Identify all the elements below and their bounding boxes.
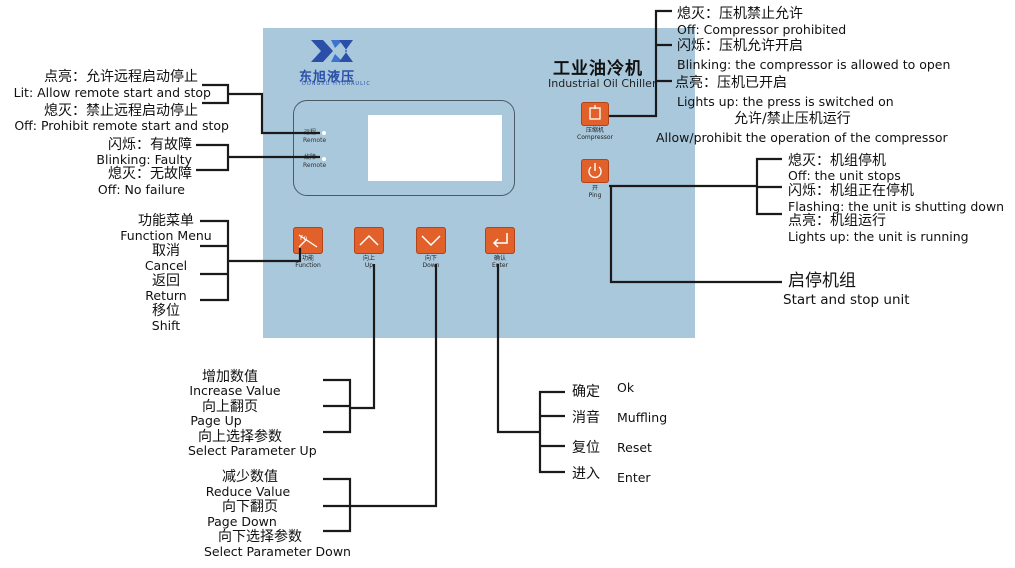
remote-led-icon	[322, 131, 326, 135]
down-key-label-en: Down	[422, 262, 440, 269]
compressor-label: 压缩机	[585, 127, 604, 134]
product-title-cn: 工业油冷机	[553, 59, 643, 79]
up-arrow-icon	[359, 234, 379, 246]
remote-off-cn: 熄灭：禁止远程启动停止	[44, 103, 198, 119]
enter-cn: 进入	[572, 466, 600, 482]
shift-en: Shift	[151, 318, 181, 333]
fault-led-icon	[322, 157, 326, 161]
brand-name: 东旭液压	[299, 70, 356, 85]
page-down-en: Page Down	[207, 514, 277, 529]
increase-value-en: Increase Value	[189, 383, 281, 398]
fault-off-en: Off: No failure	[97, 182, 185, 197]
start-stop-unit-cn: 启停机组	[788, 271, 856, 291]
compressor-button-en: Allow/prohibit the operation of the comp…	[656, 130, 948, 145]
fault-led-label-en: Remote	[303, 162, 327, 169]
reduce-value-cn: 减少数值	[222, 469, 278, 485]
increase-value-cn: 增加数值	[202, 369, 258, 385]
compressor-icon	[589, 105, 601, 120]
fault-off-cn: 熄灭：无故障	[108, 166, 192, 182]
unit-lit-en: Lights up: the unit is running	[788, 229, 969, 244]
select-param-down-en: Select Parameter Down	[204, 544, 351, 559]
return-cn: 返回	[152, 273, 180, 289]
svg-text:Fn: Fn	[300, 235, 307, 242]
compressor-lit-cn: 点亮：压机已开启	[675, 75, 787, 91]
compressor-off-en: Off: Compressor prohibited	[677, 22, 847, 37]
remote-lit-cn: 点亮：允许远程启动停止	[44, 69, 198, 85]
ok-cn: 确定	[572, 384, 600, 400]
unit-flash-cn: 闪烁：机组正在停机	[788, 183, 914, 199]
compressor-label-en: Compressor	[577, 134, 613, 141]
compressor-blink-cn: 闪烁：压机允许开启	[677, 38, 803, 54]
unit-lit-cn: 点亮：机组运行	[788, 213, 886, 229]
shift-cn: 移位	[152, 303, 180, 319]
compressor-off-cn: 熄灭：压机禁止允许	[677, 6, 803, 22]
enter-icon	[492, 233, 508, 248]
page-down-cn: 向下翻页	[222, 499, 278, 515]
display-frame	[293, 100, 515, 196]
function-key-label: 功能	[301, 255, 314, 262]
down-key-label: 向下	[424, 255, 437, 262]
brand-subtitle: DONGXU HYDRAULIC	[302, 81, 371, 87]
muffling-cn: 消音	[572, 410, 600, 426]
brand-logo-icon	[311, 40, 353, 62]
unit-off-en: Off: the unit stops	[788, 168, 901, 183]
ok-en: Ok	[617, 380, 635, 395]
reset-cn: 复位	[572, 440, 600, 456]
function-menu-en: Function Menu	[120, 228, 212, 243]
enter-key-label-en: Enter	[491, 262, 509, 269]
product-title-en: Industrial Oil Chiller	[548, 77, 657, 90]
unit-off-cn: 熄灭：机组停机	[788, 153, 886, 169]
function-key[interactable]: Fn	[293, 227, 323, 254]
start-stop-unit-en: Start and stop unit	[783, 292, 910, 308]
lcd-display	[368, 115, 502, 181]
compressor-lit-en: Lights up: the press is switched on	[677, 94, 894, 109]
function-menu-cn: 功能菜单	[138, 213, 194, 229]
function-icon: Fn	[298, 234, 318, 248]
down-key[interactable]	[416, 227, 446, 254]
compressor-button-cn: 允许/禁止压机运行	[734, 111, 851, 127]
up-key[interactable]	[354, 227, 384, 254]
power-button[interactable]	[581, 159, 609, 183]
reduce-value-en: Reduce Value	[205, 484, 291, 499]
unit-flash-en: Flashing: the unit is shutting down	[788, 199, 1005, 214]
remote-led-label-en: Remote	[303, 137, 327, 144]
cancel-cn: 取消	[152, 243, 180, 259]
compressor-button[interactable]	[581, 102, 609, 126]
select-param-down-cn: 向下选择参数	[218, 529, 302, 545]
power-label: 开	[591, 185, 598, 192]
select-param-up-en: Select Parameter Up	[188, 443, 317, 458]
function-key-label-en: Function	[295, 262, 321, 269]
compressor-blink-en: Blinking: the compressor is allowed to o…	[677, 57, 951, 72]
remote-lit-en: Lit: Allow remote start and stop	[13, 85, 211, 100]
remote-off-en: Off: Prohibit remote start and stop	[14, 118, 229, 133]
return-en: Return	[145, 288, 187, 303]
fault-blink-en: Blinking: Faulty	[96, 152, 192, 167]
power-icon	[588, 163, 602, 179]
enter-key[interactable]	[485, 227, 515, 254]
cancel-en: Cancel	[144, 258, 188, 273]
fault-blink-cn: 闪烁：有故障	[108, 137, 192, 153]
page-up-cn: 向上翻页	[202, 399, 258, 415]
control-panel	[263, 28, 695, 338]
select-param-up-cn: 向上选择参数	[198, 429, 282, 445]
up-key-label: 向上	[362, 255, 375, 262]
reset-en: Reset	[617, 440, 652, 455]
up-key-label-en: Up	[364, 262, 374, 269]
page-up-en: Page Up	[190, 413, 242, 428]
power-label-en: Ping	[588, 192, 602, 199]
enter-key-label: 确认	[493, 255, 506, 262]
muffling-en: Muffling	[617, 410, 668, 425]
down-arrow-icon	[421, 235, 441, 247]
enter-en: Enter	[617, 470, 651, 485]
